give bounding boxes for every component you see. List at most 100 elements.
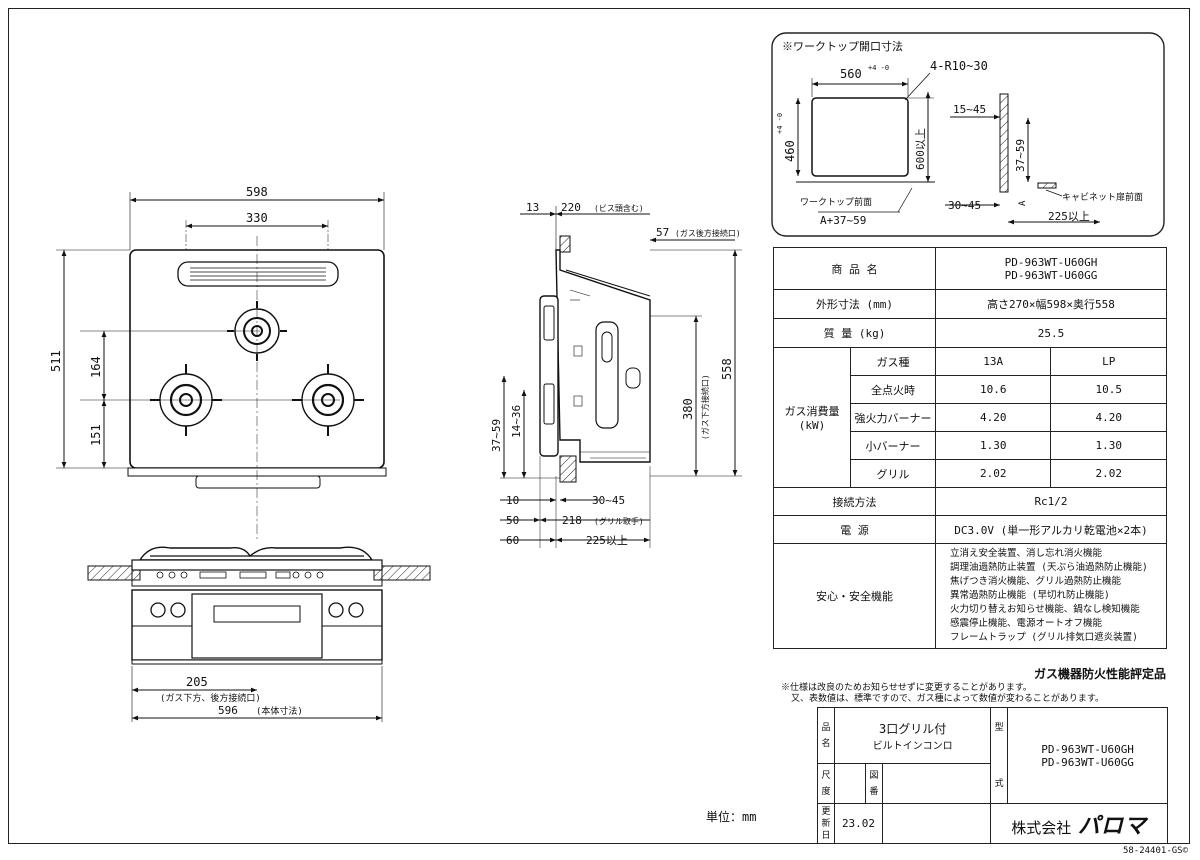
spec-row-label: 全点火時 <box>850 375 936 404</box>
paloma-logo: パロマ <box>1077 813 1147 839</box>
dim-596: 596 <box>218 704 238 717</box>
side-220: 220 <box>561 201 581 214</box>
spec-product-value: PD-963WT-U60GH PD-963WT-U60GG <box>935 247 1167 290</box>
side-380: 380 <box>681 398 695 420</box>
side-view: 13 220 (ビス頭含む) 57 (ガス後方接続口) 558 380 <box>490 201 742 548</box>
drawing-frame <box>8 8 1190 844</box>
tb-model: PD-963WT-U60GH PD-963WT-U60GG <box>1007 707 1168 804</box>
spec-mass-label: 質 量 (kg) <box>773 318 936 348</box>
side-225: 225以上 <box>586 534 628 547</box>
grill-vent <box>177 261 339 287</box>
opening-width-tol: +4 -0 <box>868 64 889 72</box>
opening-15-45: 15~45 <box>953 103 986 116</box>
tb-scale <box>834 763 866 804</box>
opening-radius: 4-R10~30 <box>930 59 988 73</box>
spec-product-1: PD-963WT-U60GH <box>1004 255 1098 269</box>
spec-safety-list: 立消え安全装置、消し忘れ消火機能 調理油過熱防止装置 (天ぷら油過熱防止機能) … <box>935 543 1167 649</box>
label-worktop-front: ワークトップ前面 <box>800 196 872 208</box>
tb-name-label: 品 名 <box>817 707 835 764</box>
tb-name-1: 3口グリル付 <box>878 721 947 736</box>
safety-item: 調理油過熱防止装置 (天ぷら油過熱防止機能) <box>950 562 1148 573</box>
opening-inset: ※ワークトップ開口寸法 560 +4 -0 4-R10~30 460 +4 -0… <box>771 32 1165 237</box>
side-37-59: 37~59 <box>490 419 503 452</box>
safety-item: 異常過熱防止機能 (早切れ防止機能) <box>950 590 1110 601</box>
spec-size-label: 外形寸法 (mm) <box>773 289 936 319</box>
opening-height-tol: +4 -0 <box>776 113 784 134</box>
tb-label-char: 図 <box>869 770 879 781</box>
title-block: 品 名 3口グリル付 ビルトインコンロ 型 式 PD-963WT-U60GH P… <box>817 707 1168 844</box>
side-220-note: (ビス頭含む) <box>594 203 644 213</box>
opening-rect <box>811 97 909 177</box>
side-13: 13 <box>526 201 539 214</box>
side-218-note: (グリル取手) <box>594 516 644 526</box>
doc-number: 58-24401-GS© <box>1122 846 1188 856</box>
spec-row-b: 10.5 <box>1050 375 1167 404</box>
tb-rev-blank <box>881 803 992 844</box>
safety-item: 感震停止機能、電源オートオフ機能 <box>950 618 1103 629</box>
note-line: 又、表数値は、標準ですので、ガス種によって数値が変わることがあります。 <box>791 694 1105 704</box>
side-body <box>555 249 651 463</box>
tb-label-char: 尺 <box>821 770 831 781</box>
label-a-offset: A+37~59 <box>820 214 866 227</box>
tb-scale-label: 尺 度 <box>817 763 835 804</box>
tb-type-label: 型 式 <box>990 707 1009 804</box>
opening-depth: 600以上 <box>914 128 927 170</box>
spec-row-label: 小バーナー <box>850 431 936 460</box>
spec-row-b: 4.20 <box>1050 403 1167 432</box>
note-line: ※仕様は改良のためお知らせせずに変更することがあります。 <box>781 683 1032 693</box>
opening-30-45: 30~45 <box>948 199 981 212</box>
opening-37-59: 37~59 <box>1014 139 1027 172</box>
tb-rev-label: 更 新 日 <box>817 803 835 844</box>
safety-item: 焦げつき消火機能、グリル過熱防止機能 <box>950 576 1122 587</box>
dim-511: 511 <box>49 350 63 372</box>
dim-151: 151 <box>89 424 103 446</box>
tb-name: 3口グリル付 ビルトインコンロ <box>833 707 992 764</box>
side-558: 558 <box>720 358 734 380</box>
side-57: 57 <box>656 226 669 239</box>
top-view: 598 330 <box>49 185 387 540</box>
dim-330: 330 <box>246 211 268 225</box>
cert-label: ガス機器防火性能評定品 <box>1033 667 1166 681</box>
side-380-note: (ガス下方接続口) <box>700 374 710 440</box>
dim-205: 205 <box>186 675 208 689</box>
tb-company: 株式会社 パロマ <box>990 803 1168 844</box>
tb-label-char: 式 <box>994 778 1004 789</box>
side-14-36: 14~36 <box>510 405 523 438</box>
spec-product-2: PD-963WT-U60GG <box>1004 268 1098 282</box>
opening-height: 460 <box>783 140 797 162</box>
spec-gas-type-label: ガス種 <box>850 347 936 376</box>
spec-row-b: 2.02 <box>1050 459 1167 488</box>
spec-conn-label: 接続方法 <box>773 487 936 516</box>
spec-row-label: グリル <box>850 459 936 488</box>
dim-164: 164 <box>89 356 103 378</box>
side-10: 10 <box>506 494 519 507</box>
tb-label-char: 品 <box>821 722 831 733</box>
tb-fig-label: 図 番 <box>865 763 883 804</box>
spec-gas-group: ガス消費量 (kW) <box>773 347 851 488</box>
side-control-panel <box>539 295 559 457</box>
unit-label: 単位：mm <box>706 810 757 824</box>
spec-power-value: DC3.0V (単一形アルカリ乾電池×2本) <box>935 515 1167 544</box>
side-50: 50 <box>506 514 519 527</box>
tb-model-1: PD-963WT-U60GH <box>1041 742 1134 756</box>
worktop-section <box>999 93 1009 193</box>
front-view: 205 (ガス下方、後方接続口) 596 (本体寸法) <box>87 546 431 722</box>
spec-row-b: 1.30 <box>1050 431 1167 460</box>
tb-rev-date: 23.02 <box>834 803 883 844</box>
spec-mass-value: 25.5 <box>935 318 1167 348</box>
notes: ※仕様は改良のためお知らせせずに変更することがあります。 又、表数値は、標準です… <box>781 683 1104 705</box>
spec-row-a: 4.20 <box>934 403 1052 432</box>
tb-name-2: ビルトインコンロ <box>872 740 953 752</box>
dim-596-note: (本体寸法) <box>256 705 303 717</box>
tb-label-char: 新 <box>821 818 831 829</box>
spec-gas-13a: 13A <box>934 347 1052 376</box>
side-60: 60 <box>506 534 519 547</box>
spec-table: 商 品 名 PD-963WT-U60GH PD-963WT-U60GG 外形寸法… <box>773 247 1167 649</box>
tb-model-2: PD-963WT-U60GG <box>1041 755 1134 769</box>
side-218: 218 <box>562 514 582 527</box>
tb-fig <box>881 763 992 804</box>
tb-label-char: 日 <box>821 830 831 841</box>
opening-width: 560 <box>840 67 862 81</box>
spec-row-a: 10.6 <box>934 375 1052 404</box>
